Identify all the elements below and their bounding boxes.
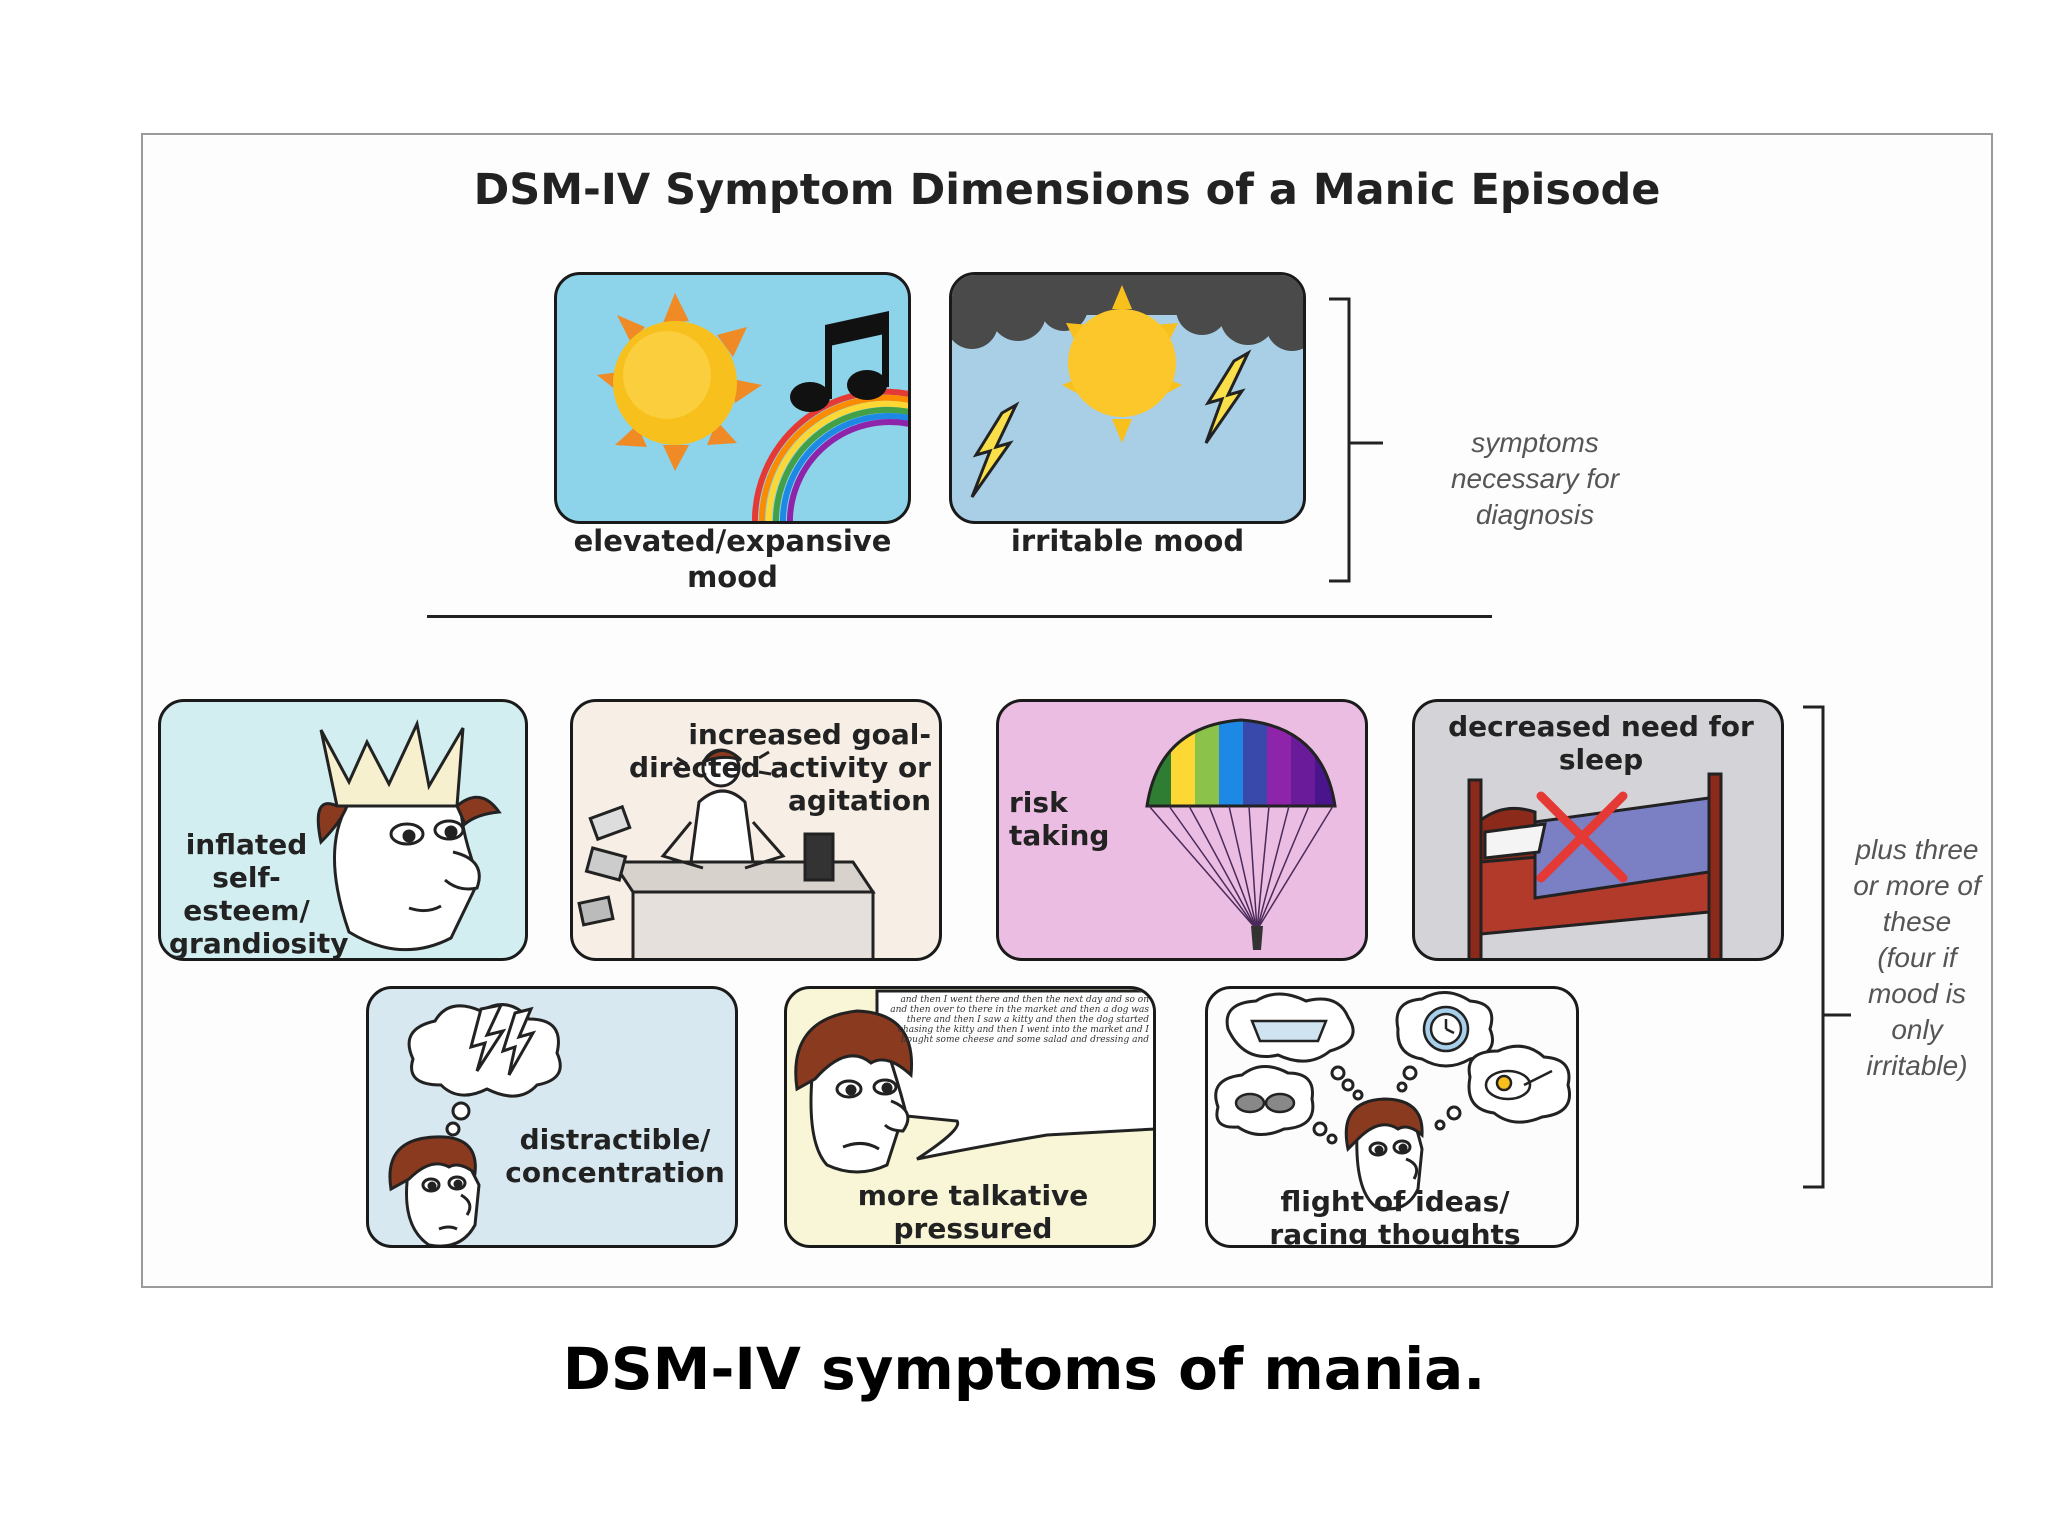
irritable-mood-illustration — [952, 275, 1303, 498]
storm-cloud-icon — [952, 275, 1303, 351]
panel-grandiosity: inflated self-esteem/ grandiosity — [158, 699, 528, 961]
person-icon — [660, 748, 786, 870]
speech-bubble-icon — [875, 989, 1153, 1161]
sun-icon — [1062, 285, 1182, 443]
parachute-icon — [1145, 718, 1337, 950]
speech-text: and then I went there and then the next … — [890, 995, 1149, 1045]
sleep-label: decreased need for sleep — [1448, 710, 1754, 776]
desk-icon — [577, 804, 876, 958]
panel-talkative: and then I went there and then the next … — [784, 986, 1156, 1248]
face-icon — [316, 795, 502, 952]
x-mark-icon — [1536, 791, 1628, 883]
flight-of-ideas-label: flight of ideas/ racing thoughts — [1269, 1185, 1521, 1248]
necessary-bracket — [1329, 297, 1383, 583]
panel-elevated-mood — [554, 272, 911, 524]
face-icon — [1344, 1097, 1424, 1211]
music-note-icon — [790, 311, 889, 412]
plus-three-note: plus three or more of these (four if moo… — [1853, 834, 1981, 1081]
face-icon — [794, 1009, 914, 1174]
distractible-illustration — [388, 1002, 562, 1245]
irritable-mood-label: irritable mood — [1010, 524, 1245, 558]
crown-icon — [319, 719, 465, 808]
sleep-illustration — [1467, 772, 1723, 958]
sunglasses-icon — [1234, 1092, 1296, 1114]
grandiosity-label: inflated self-esteem/ grandiosity — [169, 828, 349, 960]
bathtub-icon — [1250, 1019, 1328, 1043]
plus-three-bracket — [1803, 705, 1851, 1189]
lightning-icon — [970, 349, 1252, 498]
panel-distractible: distractible/ concentration — [366, 986, 738, 1248]
egg-icon — [1484, 1069, 1553, 1101]
rainbow-icon — [751, 388, 908, 521]
grandiosity-illustration — [316, 719, 502, 952]
clock-icon — [1422, 1005, 1470, 1053]
panel-irritable-mood — [949, 272, 1306, 524]
caption: DSM-IV symptoms of mania. — [562, 1335, 1486, 1403]
flight-of-ideas-illustration — [1214, 991, 1571, 1211]
goal-directed-label: increased goal-directed activity or agit… — [629, 718, 931, 817]
panel-flight-of-ideas: flight of ideas/ racing thoughts — [1205, 986, 1579, 1248]
bed-icon — [1467, 772, 1723, 958]
face-icon — [388, 1135, 481, 1245]
elevated-mood-illustration — [597, 293, 908, 521]
section-divider — [427, 615, 1492, 618]
panel-decreased-sleep: decreased need for sleep — [1412, 699, 1784, 961]
lightning-icon — [468, 1002, 537, 1076]
risk-taking-label: risk taking — [1009, 786, 1110, 852]
distractible-label: distractible/ concentration — [505, 1123, 725, 1189]
diagram-figure: DSM-IV Symptom Dimensions of a Manic Epi… — [141, 133, 1993, 1288]
talkative-illustration — [794, 989, 1153, 1174]
panel-risk-taking: risk taking — [996, 699, 1368, 961]
goal-directed-illustration — [577, 748, 876, 958]
panel-goal-directed-activity: increased goal-directed activity or agit… — [570, 699, 942, 961]
risk-taking-illustration — [1145, 718, 1337, 950]
talkative-label: more talkative pressured speech — [857, 1179, 1089, 1245]
sun-icon — [597, 293, 762, 471]
figure-title: DSM-IV Symptom Dimensions of a Manic Epi… — [473, 165, 1661, 215]
necessary-note: symptoms necessary for diagnosis — [1450, 427, 1620, 530]
elevated-mood-label: elevated/expansive mood — [573, 524, 892, 594]
